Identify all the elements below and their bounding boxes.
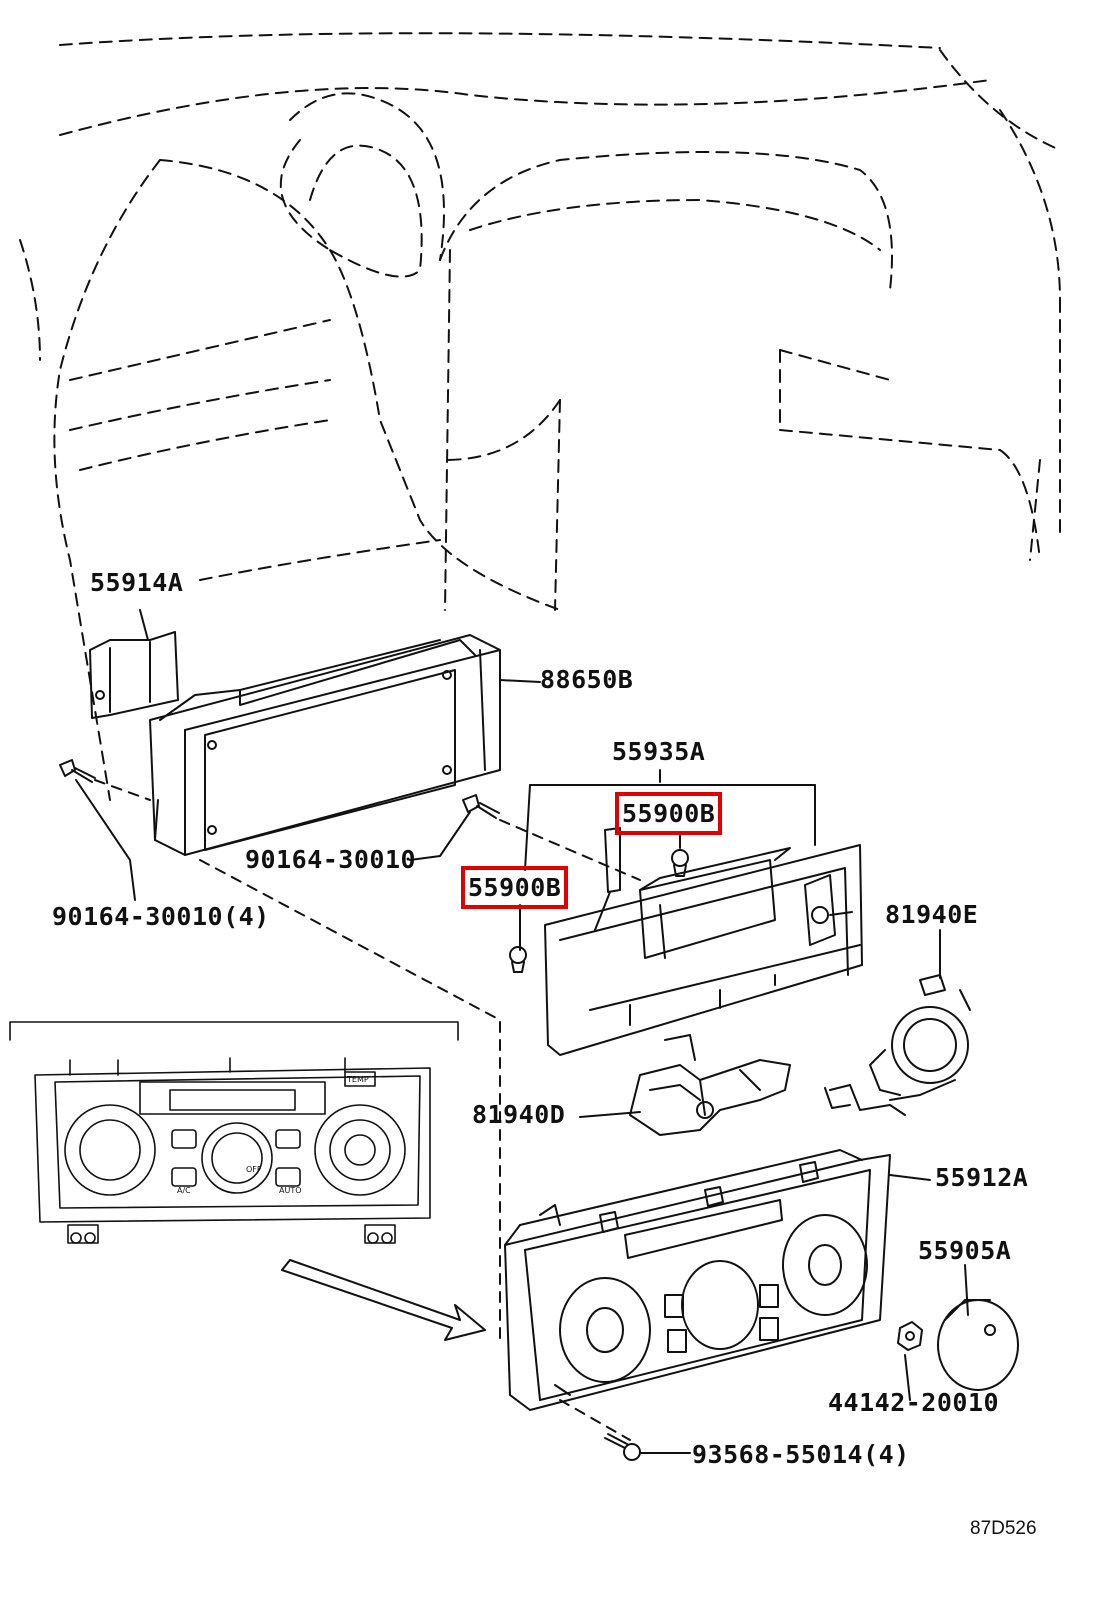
- bulb-holder-81940D: [629, 1034, 791, 1136]
- label-55905A: 55905A: [918, 1236, 1012, 1265]
- leader-lines: [75, 769, 969, 1454]
- panel-temp-label: TEMP: [346, 1075, 369, 1084]
- figure-code: 87D526: [970, 1518, 1037, 1539]
- label-55914A: 55914A: [90, 568, 184, 597]
- label-55900B-top[interactable]: 55900B: [614, 792, 723, 835]
- control-assembly-55935A: [544, 827, 863, 1056]
- control-panel-55912A: [504, 1149, 891, 1411]
- screw-90164-left: [59, 759, 96, 783]
- panel-detail-view: [9, 1021, 459, 1244]
- amplifier-88650B: [149, 634, 541, 856]
- label-90164-qty: 90164-30010(4): [52, 902, 270, 931]
- label-93568: 93568-55014(4): [692, 1440, 910, 1469]
- assembly-lines: [94, 779, 641, 1441]
- label-81940D: 81940D: [472, 1100, 566, 1129]
- label-88650B: 88650B: [540, 665, 634, 694]
- label-90164-single: 90164-30010: [245, 845, 417, 874]
- arrow-indicator: [281, 1259, 486, 1341]
- knob-55905A: [937, 1299, 1019, 1391]
- screw-93568: [604, 1433, 641, 1461]
- panel-off-label: OFF: [246, 1165, 262, 1174]
- label-81940E: 81940E: [885, 900, 979, 929]
- dashboard-outline: [19, 32, 1061, 801]
- panel-ac-label: A/C: [177, 1186, 191, 1195]
- screw-55900B-top: [671, 849, 689, 877]
- nut-44142: [897, 1321, 923, 1351]
- bulb-holder-81940E: [824, 974, 971, 1116]
- screw-55900B-left: [509, 946, 527, 973]
- label-55935A: 55935A: [612, 737, 706, 766]
- screw-90164-right: [462, 794, 500, 819]
- label-55900B-left[interactable]: 55900B: [460, 866, 569, 909]
- bracket-55914A: [89, 609, 179, 719]
- label-55912A: 55912A: [935, 1163, 1029, 1192]
- label-44142: 44142-20010: [828, 1388, 1000, 1417]
- panel-auto-label: AUTO: [279, 1186, 302, 1195]
